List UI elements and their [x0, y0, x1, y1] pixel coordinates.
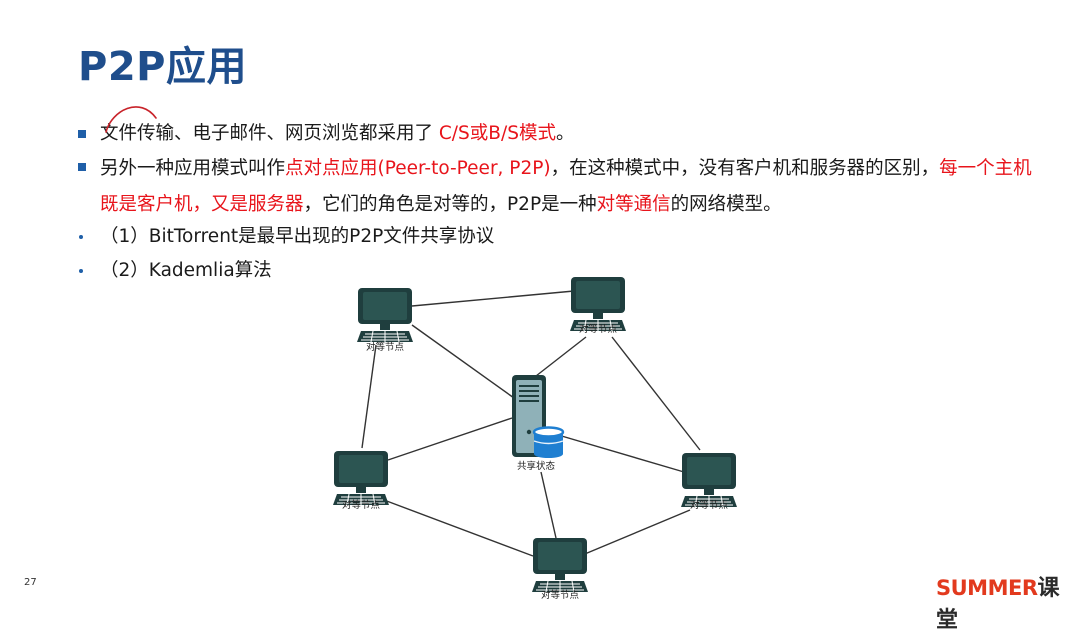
link-line [540, 471, 557, 539]
peer-node-bottom: 对等节点 [531, 537, 589, 601]
peer-label: 对等节点 [541, 589, 580, 601]
bullet-text: 另外一种应用模式叫作点对点应用(Peer-to-Peer, P2P)，在这种模式… [100, 151, 1036, 223]
computer-icon [569, 276, 627, 332]
connection-lines [361, 290, 701, 557]
page-number: 27 [24, 577, 37, 588]
peer-node-top-right: 对等节点 [569, 276, 627, 335]
logo-brand: SUMMER [936, 576, 1038, 600]
bullet-item-bittorrent: （1）BitTorrent是最早出现的P2P文件共享协议 [76, 221, 1036, 255]
computer-icon [531, 537, 589, 593]
square-bullet-icon [78, 130, 86, 138]
dot-bullet-icon [79, 235, 83, 239]
bullet-text: （1）BitTorrent是最早出现的P2P文件共享协议 [100, 226, 495, 247]
highlight-span: C/S或B/S模式 [438, 123, 556, 144]
peer-label: 对等节点 [579, 323, 618, 335]
peer-label: 对等节点 [342, 499, 381, 511]
highlight-span: 点对点应用(Peer-to-Peer, P2P) [285, 158, 551, 179]
link-line [411, 324, 515, 399]
slide-title: P2P应用 [78, 44, 247, 90]
link-line [535, 336, 587, 377]
text-span: 的网络模型。 [670, 194, 782, 215]
link-line [547, 431, 685, 473]
link-line [387, 417, 513, 461]
highlight-span: 每一个主机既是客户机，又是服务器 [100, 158, 1032, 215]
pen-annotation-mark [105, 106, 157, 133]
link-line [611, 336, 701, 451]
computer-icon [680, 452, 738, 508]
p2p-network-diagram: 对等节点 对等节点 对等节点 对等节点 对等节点 [332, 276, 738, 601]
bullet-list: 文件传输、电子邮件、网页浏览都采用了 C/S或B/S模式。 另外一种应用模式叫作… [76, 118, 1036, 289]
link-line [383, 499, 534, 557]
link-line [361, 344, 377, 449]
peer-label: 对等节点 [690, 499, 729, 511]
square-bullet-icon [78, 163, 86, 171]
bullet-text: （2）Kademlia算法 [100, 260, 272, 281]
database-icon [532, 426, 565, 458]
peer-node-middle-left: 对等节点 [332, 450, 390, 511]
highlight-span: 对等通信 [596, 194, 671, 215]
bullet-item-cs-bs: 文件传输、电子邮件、网页浏览都采用了 C/S或B/S模式。 [76, 118, 1036, 151]
bullet-item-kademlia: （2）Kademlia算法 [76, 255, 1036, 289]
bullet-text: 文件传输、电子邮件、网页浏览都采用了 C/S或B/S模式。 [100, 118, 1036, 150]
summer-logo: SUMMER课堂 [936, 570, 1080, 634]
shared-state-server: 共享状态 [512, 375, 565, 472]
server-label: 共享状态 [517, 460, 556, 472]
peer-label: 对等节点 [366, 341, 405, 353]
peer-node-middle-right: 对等节点 [680, 452, 738, 511]
link-line [579, 509, 691, 557]
text-span: ，它们的角色是对等的，P2P是一种 [303, 194, 597, 215]
text-span: ，在这种模式中，没有客户机和服务器的区别， [550, 158, 940, 179]
peer-node-top-left: 对等节点 [356, 287, 414, 353]
link-line [411, 290, 575, 307]
computer-icon [332, 450, 390, 506]
bullet-item-p2p-definition: 另外一种应用模式叫作点对点应用(Peer-to-Peer, P2P)，在这种模式… [76, 151, 1036, 221]
text-span: 文件传输、电子邮件、网页浏览都采用了 [100, 123, 439, 144]
dot-bullet-icon [79, 269, 83, 273]
computer-icon [356, 287, 414, 343]
text-span: 另外一种应用模式叫作 [100, 158, 286, 179]
text-span: 。 [555, 123, 575, 144]
